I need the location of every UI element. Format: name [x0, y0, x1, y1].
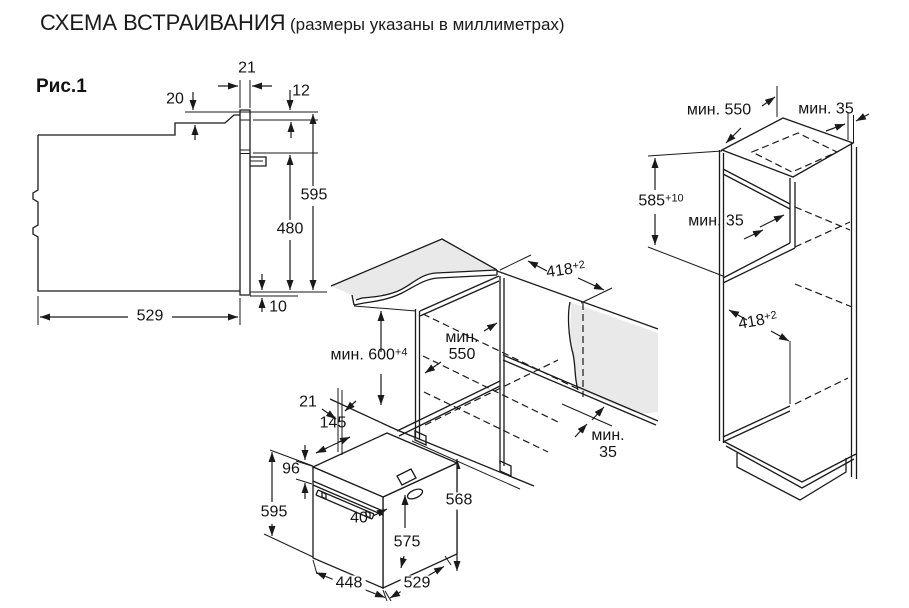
side-view-drawing	[33, 80, 327, 325]
dim-oven-575-label: 575	[390, 534, 424, 552]
base-cabinet-drawing	[330, 239, 658, 571]
dim-column-gap-35-mid-label: мин. 35	[688, 212, 744, 230]
dim-height-595-label: 595	[297, 187, 331, 205]
dim-column-gap-35-top-label: мин. 35	[798, 100, 854, 118]
figure-label: Рис.1	[36, 76, 87, 97]
page-title: СХЕМА ВСТРАИВАНИЯ (размеры указаны в мил…	[40, 10, 565, 36]
dim-oven-40-label: 40	[350, 509, 368, 527]
title-main: СХЕМА ВСТРАИВАНИЯ	[40, 10, 286, 35]
tall-cabinet-drawing	[648, 86, 869, 500]
dim-oven-595-label: 595	[257, 504, 291, 522]
dim-column-585-label: 585+10	[635, 193, 687, 211]
dim-clearance-12-label: 12	[292, 82, 310, 100]
dim-oven-448-label: 448	[332, 575, 366, 593]
dim-recess-20-label: 20	[166, 90, 184, 108]
dim-oven-568-label: 568	[442, 492, 476, 510]
dim-depth-550-label: мин. 550	[445, 329, 479, 363]
dim-oven-145-label: 145	[319, 414, 347, 432]
dim-rear-gap-35-label: мин. 35	[591, 427, 625, 461]
dim-depth-529-label: 529	[133, 308, 167, 326]
title-sub: (размеры указаны в миллиметрах)	[290, 15, 565, 34]
dim-oven-96-label: 96	[282, 460, 300, 478]
dim-oven-21-label: 21	[299, 393, 317, 411]
dim-niche-height-600-label: мин. 600+4	[330, 346, 408, 364]
dim-frame-21-label: 21	[238, 59, 256, 77]
dim-overhang-10-label: 10	[269, 298, 287, 316]
dim-rear-480-label: 480	[273, 221, 307, 239]
oven-drawing	[264, 388, 457, 601]
dim-column-depth-550-label: мин. 550	[686, 101, 752, 119]
dim-oven-529-label: 529	[400, 575, 434, 593]
